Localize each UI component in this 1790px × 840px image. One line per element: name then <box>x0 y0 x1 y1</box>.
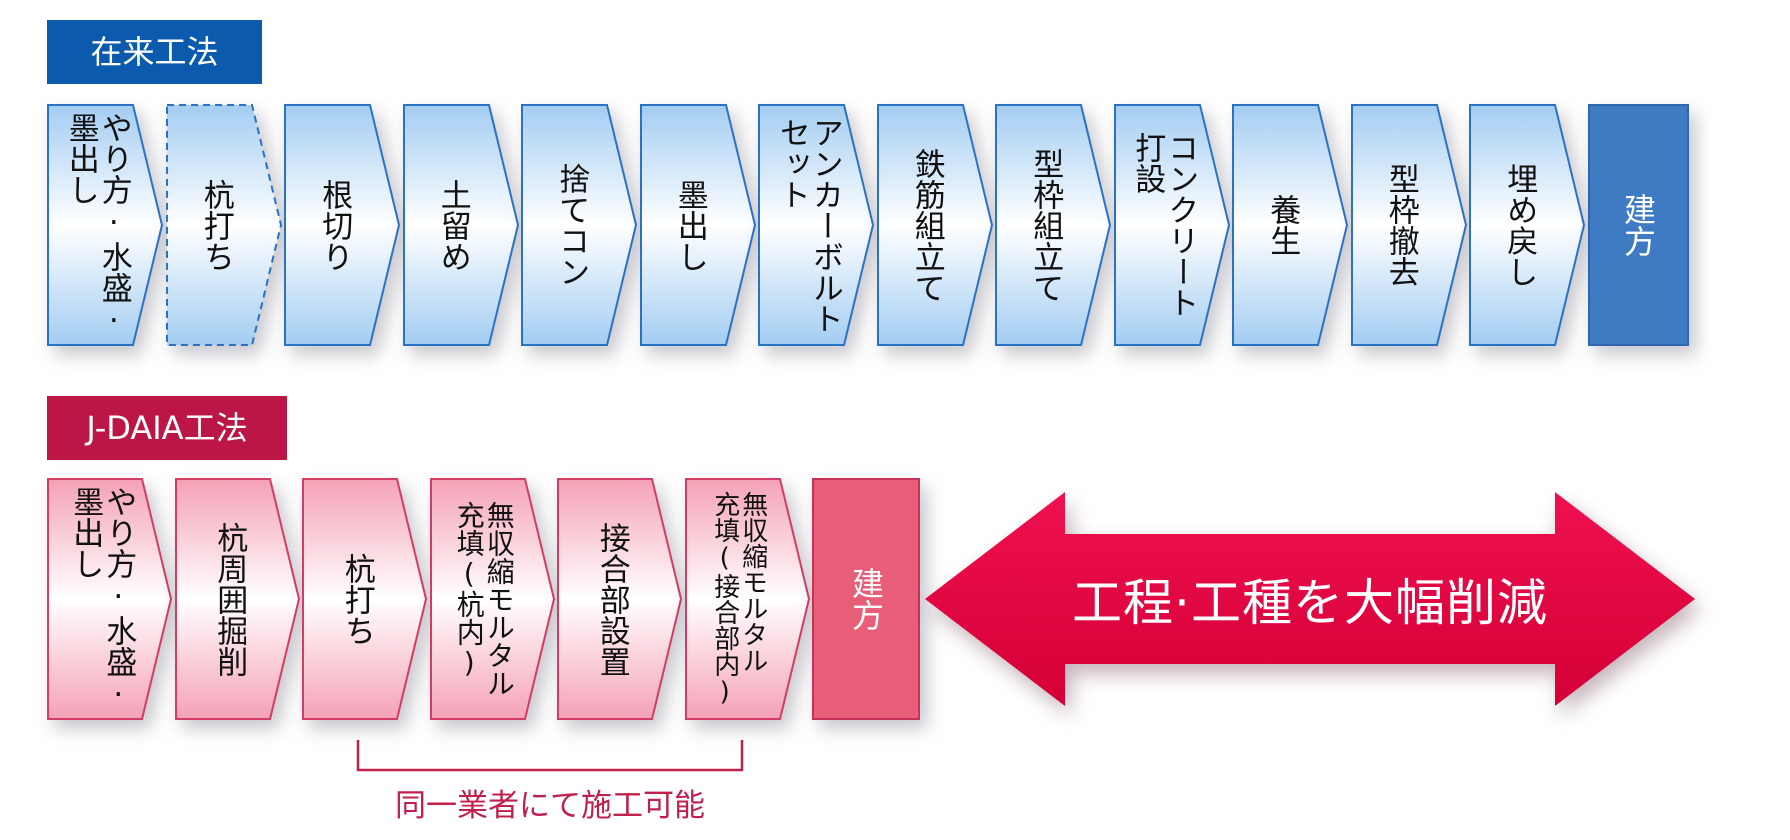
conv-step-shape <box>1587 104 1689 346</box>
same-contractor-label: 同一業者にて施工可能 <box>395 788 705 824</box>
jdaia-step-text: 杭周囲掘削 <box>211 521 248 677</box>
jdaia-step-shape <box>429 478 555 720</box>
conv-step-label: アンカーボルトセット <box>758 104 858 346</box>
conv-step-11: 養生 <box>1232 104 1349 346</box>
jdaia-step-text: 接合部設置 <box>593 521 630 677</box>
conv-step-shape <box>758 104 875 346</box>
jdaia-step-shape <box>302 478 428 720</box>
conv-step-text: アンカーボルト <box>806 116 843 334</box>
conv-step-label: コンクリート打設 <box>1114 104 1214 346</box>
conv-step-text: セット <box>773 116 810 210</box>
conv-step-10: コンクリート打設 <box>1113 104 1230 346</box>
jdaia-step-text: 墨出し <box>67 485 104 579</box>
jdaia-step-text: 充填(接合部内) <box>709 491 740 707</box>
conv-step-text: 杭打ち <box>197 178 234 272</box>
jdaia-step-text: 無収縮モルタル <box>482 501 516 697</box>
conv-step-text: コンクリート <box>1162 132 1199 318</box>
jdaia-step-6: 無収縮モルタル充填(接合部内) <box>684 478 810 720</box>
conv-step-label: 墨出し <box>640 104 740 346</box>
conv-step-8: 鉄筋組立て <box>876 104 993 346</box>
conv-step-shape <box>639 104 756 346</box>
conv-step-shape <box>1469 104 1586 346</box>
conv-step-shape <box>521 104 638 346</box>
conv-step-1: やり方·水盛·墨出し <box>47 104 164 346</box>
conv-step-12: 型枠撤去 <box>1350 104 1467 346</box>
conv-step-shape <box>284 104 401 346</box>
jdaia-step-label: 建方 <box>812 478 920 720</box>
reduction-text: 工程·工種を大幅削減 <box>1072 574 1548 632</box>
conv-step-text: 捨てコン <box>553 163 590 287</box>
jdaia-step-shape <box>684 478 810 720</box>
jdaia-step-7: 建方 <box>812 478 920 720</box>
jdaia-step-text: 杭打ち <box>338 552 375 646</box>
conv-step-shape <box>47 104 164 346</box>
jdaia-step-5: 接合部設置 <box>557 478 683 720</box>
jdaia-step-2: 杭周囲掘削 <box>174 478 300 720</box>
jdaia-step-text: 無収縮モルタル <box>737 491 768 673</box>
conv-step-text: 土留め <box>434 178 471 272</box>
conv-step-text: やり方·水盛· <box>95 111 132 339</box>
conv-step-label: 型枠組立て <box>995 104 1095 346</box>
conv-step-shape <box>995 104 1112 346</box>
jdaia-step-label: 無収縮モルタル充填(接合部内) <box>685 478 794 720</box>
jdaia-step-shape <box>174 478 300 720</box>
jdaia-step-label: 接合部設置 <box>557 478 666 720</box>
conv-step-5: 捨てコン <box>521 104 638 346</box>
conv-step-shape <box>876 104 993 346</box>
conv-step-6: 墨出し <box>639 104 756 346</box>
conv-step-label: 土留め <box>403 104 503 346</box>
conv-step-shape <box>1232 104 1349 346</box>
jdaia-step-text: やり方·水盛· <box>100 485 137 713</box>
conv-step-7: アンカーボルトセット <box>758 104 875 346</box>
jdaia-step-1: やり方·水盛·墨出し <box>47 478 173 720</box>
conv-step-shape <box>1350 104 1467 346</box>
conv-step-shape <box>1113 104 1230 346</box>
jdaia-step-label: やり方·水盛·墨出し <box>47 478 156 720</box>
conv-step-shape <box>165 104 282 346</box>
conv-step-label: 建方 <box>1588 104 1689 346</box>
jdaia-step-shape <box>557 478 683 720</box>
conv-step-2: 杭打ち <box>165 104 282 346</box>
conv-step-label: やり方·水盛·墨出し <box>47 104 147 346</box>
conv-step-text: 墨出し <box>62 111 99 205</box>
conv-step-text: 鉄筋組立て <box>908 147 945 303</box>
conv-step-9: 型枠組立て <box>995 104 1112 346</box>
jdaia-step-3: 杭打ち <box>302 478 428 720</box>
conv-step-text: 建方 <box>1619 193 1657 257</box>
jdaia-step-text: 建方 <box>847 567 885 631</box>
conv-step-text: 墨出し <box>671 178 708 272</box>
conv-step-label: 杭打ち <box>166 104 266 346</box>
conv-step-label: 鉄筋組立て <box>877 104 977 346</box>
conv-step-label: 根切り <box>284 104 384 346</box>
jdaia-method-header: J-DAIA工法 <box>47 396 287 460</box>
jdaia-step-shape <box>812 478 920 720</box>
conv-step-shape <box>402 104 519 346</box>
conv-step-text: 打設 <box>1129 132 1166 194</box>
conv-step-3: 根切り <box>284 104 401 346</box>
conv-step-label: 型枠撤去 <box>1351 104 1451 346</box>
jdaia-step-text: 充填(杭内) <box>452 501 486 679</box>
jdaia-step-shape <box>47 478 173 720</box>
conventional-method-header: 在来工法 <box>47 20 262 84</box>
conv-step-label: 埋め戻し <box>1469 104 1569 346</box>
conv-step-text: 根切り <box>316 178 353 272</box>
conv-step-4: 土留め <box>402 104 519 346</box>
conv-step-text: 型枠撤去 <box>1382 163 1419 287</box>
jdaia-step-label: 杭周囲掘削 <box>175 478 284 720</box>
reduction-double-arrow: 工程·工種を大幅削減 <box>925 492 1695 706</box>
jdaia-step-4: 無収縮モルタル充填(杭内) <box>429 478 555 720</box>
conv-step-13: 埋め戻し <box>1469 104 1586 346</box>
jdaia-step-label: 杭打ち <box>302 478 411 720</box>
conv-step-text: 型枠組立て <box>1027 147 1064 303</box>
conv-step-text: 養生 <box>1264 194 1301 256</box>
conv-step-text: 埋め戻し <box>1501 163 1538 287</box>
same-contractor-bracket <box>356 740 744 772</box>
conv-step-label: 捨てコン <box>521 104 621 346</box>
conv-step-14: 建方 <box>1587 104 1689 346</box>
conv-step-label: 養生 <box>1232 104 1332 346</box>
jdaia-step-label: 無収縮モルタル充填(杭内) <box>430 478 539 720</box>
